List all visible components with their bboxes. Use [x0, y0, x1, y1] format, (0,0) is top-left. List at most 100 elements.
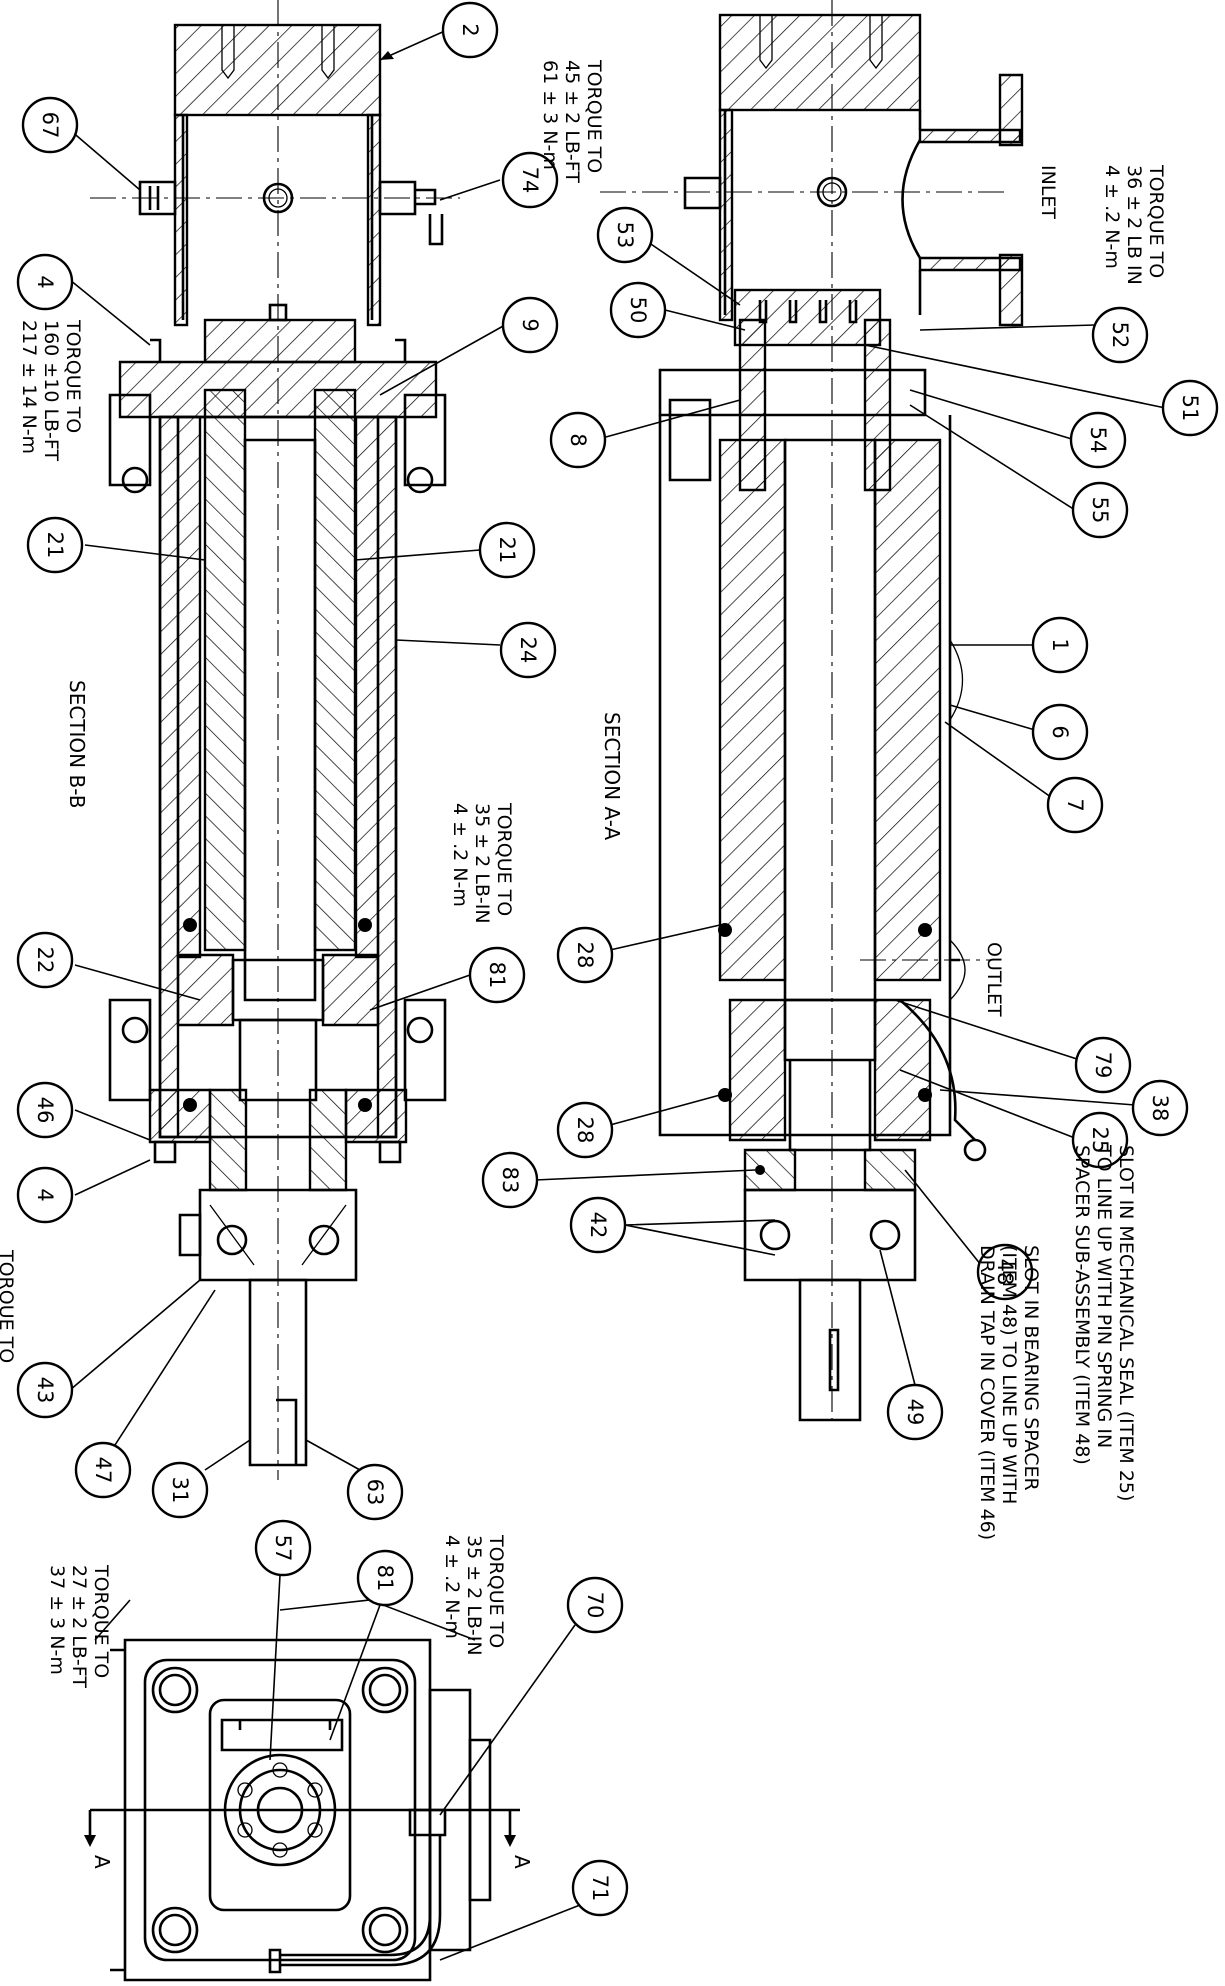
- svg-text:2: 2: [458, 23, 482, 36]
- balloon-79: 79: [1074, 1036, 1132, 1094]
- svg-text:21: 21: [495, 537, 519, 564]
- svg-text:42: 42: [586, 1212, 610, 1239]
- svg-text:25: 25: [1088, 1127, 1112, 1154]
- svg-text:7: 7: [1063, 798, 1087, 811]
- cut-label-a-left: A: [90, 1855, 114, 1869]
- label-section-b-b: SECTION B-B: [65, 680, 89, 808]
- svg-text:6: 6: [1048, 725, 1072, 738]
- svg-text:28: 28: [573, 942, 597, 969]
- balloon-81-bottom: 81: [356, 1549, 414, 1607]
- balloon-52: 52: [1091, 306, 1149, 364]
- balloon-31: 31: [151, 1461, 209, 1519]
- svg-text:79: 79: [1091, 1052, 1115, 1079]
- svg-text:4: 4: [33, 1188, 57, 1201]
- balloon-63: 63: [346, 1463, 404, 1521]
- label-section-a-a: SECTION A-A: [600, 712, 624, 840]
- leader-lines: [69, 29, 1176, 1961]
- svg-text:55: 55: [1088, 497, 1112, 524]
- note-torque-inlet: TORQUE TO 36 ± 2 LB IN 4 ± .2 N-m: [1101, 164, 1167, 285]
- balloon-54: 54: [1069, 411, 1127, 469]
- svg-text:160 ±10 LB-FT: 160 ±10 LB-FT: [40, 320, 62, 462]
- section-b-b-view: [90, 0, 460, 1480]
- balloon-71: 71: [571, 1859, 629, 1917]
- svg-text:DRAIN TAP IN COVER (ITEM 46): DRAIN TAP IN COVER (ITEM 46): [976, 1245, 998, 1540]
- notes: TORQUE TO 45 ± 2 LB-FT 61 ± 3 N-m TORQUE…: [0, 59, 1167, 1869]
- note-torque-35-mid: TORQUE TO 35 ± 2 LB-IN 4 ± .2 N-m: [449, 802, 515, 924]
- balloon-21-left: 21: [26, 516, 84, 574]
- balloon-70: 70: [566, 1576, 624, 1634]
- svg-text:35 ± 2 LB-IN: 35 ± 2 LB-IN: [471, 803, 493, 924]
- svg-text:70: 70: [583, 1592, 607, 1619]
- balloon-9: 9: [501, 296, 559, 354]
- svg-text:22: 22: [33, 947, 57, 974]
- svg-text:43: 43: [33, 1377, 57, 1404]
- svg-text:4: 4: [33, 275, 57, 288]
- balloon-51: 51: [1161, 379, 1219, 437]
- balloon-57: 57: [254, 1519, 312, 1577]
- balloon-7: 7: [1046, 776, 1104, 834]
- svg-text:48: 48: [993, 1259, 1017, 1286]
- balloon-21-right: 21: [478, 521, 536, 579]
- balloon-22: 22: [16, 931, 74, 989]
- svg-text:45 ± 2 LB-FT: 45 ± 2 LB-FT: [561, 60, 583, 183]
- svg-text:83: 83: [498, 1167, 522, 1194]
- svg-text:71: 71: [588, 1875, 612, 1902]
- balloon-55: 55: [1071, 481, 1129, 539]
- balloon-42: 42: [569, 1196, 627, 1254]
- balloon-25: 25: [1071, 1111, 1129, 1169]
- balloon-1: 1: [1031, 616, 1089, 674]
- svg-text:51: 51: [1178, 395, 1202, 422]
- svg-text:67: 67: [38, 112, 62, 139]
- svg-text:53: 53: [613, 222, 637, 249]
- svg-text:TORQUE TO: TORQUE TO: [583, 59, 605, 173]
- svg-text:9: 9: [518, 318, 542, 331]
- balloon-8: 8: [549, 411, 607, 469]
- svg-text:81: 81: [373, 1565, 397, 1592]
- svg-text:4 ± .2 N-m: 4 ± .2 N-m: [449, 803, 471, 907]
- svg-text:37 ± 3 N-m: 37 ± 3 N-m: [46, 1565, 68, 1675]
- note-torque-160: TORQUE TO 160 ±10 LB-FT 217 ± 14 N-m: [18, 319, 84, 462]
- balloon-28-lower: 28: [556, 1101, 614, 1159]
- svg-text:31: 31: [168, 1477, 192, 1504]
- svg-text:(ITEM 48) TO LINE UP WITH: (ITEM 48) TO LINE UP WITH: [998, 1245, 1020, 1504]
- balloon-50: 50: [609, 281, 667, 339]
- svg-text:27 ± 2 LB-FT: 27 ± 2 LB-FT: [68, 1565, 90, 1688]
- note-torque-top: TORQUE TO 45 ± 2 LB-FT 61 ± 3 N-m: [539, 59, 605, 183]
- svg-text:46: 46: [33, 1097, 57, 1124]
- note-torque-cut-off: TORQUE TO: [0, 1249, 17, 1363]
- svg-text:38: 38: [1148, 1095, 1172, 1122]
- svg-text:SLOT IN BEARING SPACER: SLOT IN BEARING SPACER: [1020, 1245, 1042, 1491]
- balloon-38: 38: [1131, 1079, 1189, 1137]
- svg-text:36 ± 2 LB IN: 36 ± 2 LB IN: [1123, 165, 1145, 285]
- svg-text:8: 8: [566, 433, 590, 446]
- svg-text:49: 49: [903, 1399, 927, 1426]
- note-bearing-spacer: SLOT IN BEARING SPACER (ITEM 48) TO LINE…: [976, 1245, 1042, 1540]
- balloon-74: 74: [501, 151, 559, 209]
- svg-text:217 ± 14 N-m: 217 ± 14 N-m: [18, 320, 40, 454]
- svg-text:81: 81: [485, 962, 509, 989]
- section-a-a-view: [600, 0, 1024, 1422]
- svg-text:SLOT IN MECHANICAL SEAL (ITEM: SLOT IN MECHANICAL SEAL (ITEM 25): [1115, 1145, 1137, 1501]
- svg-text:TORQUE TO: TORQUE TO: [493, 802, 515, 916]
- svg-text:54: 54: [1086, 427, 1110, 454]
- balloon-48: 48: [976, 1243, 1034, 1301]
- svg-text:TO LINE UP WITH PIN SPRING IN: TO LINE UP WITH PIN SPRING IN: [1093, 1144, 1115, 1448]
- svg-text:28: 28: [573, 1117, 597, 1144]
- svg-text:63: 63: [363, 1479, 387, 1506]
- label-outlet: OUTLET: [983, 942, 1005, 1017]
- cut-label-a-right: A: [510, 1855, 534, 1869]
- svg-text:TORQUE TO: TORQUE TO: [90, 1564, 112, 1678]
- svg-text:57: 57: [271, 1535, 295, 1562]
- balloon-6: 6: [1031, 703, 1089, 761]
- svg-text:52: 52: [1108, 322, 1132, 349]
- balloon-28-upper: 28: [556, 926, 614, 984]
- svg-text:SPACER SUB-ASSEMBLY (ITEM 48): SPACER SUB-ASSEMBLY (ITEM 48): [1071, 1145, 1093, 1465]
- note-torque-35-bottom: TORQUE TO 35 ± 2 LB-IN 4 ± .2 N-m: [441, 1534, 507, 1656]
- svg-text:61 ± 3 N-m: 61 ± 3 N-m: [539, 60, 561, 170]
- note-torque-27: TORQUE TO 27 ± 2 LB-FT 37 ± 3 N-m: [46, 1564, 112, 1688]
- svg-text:1: 1: [1048, 638, 1072, 651]
- balloon-83: 83: [481, 1151, 539, 1209]
- balloon-4-top: 4: [16, 253, 74, 311]
- end-view: [84, 1638, 520, 1982]
